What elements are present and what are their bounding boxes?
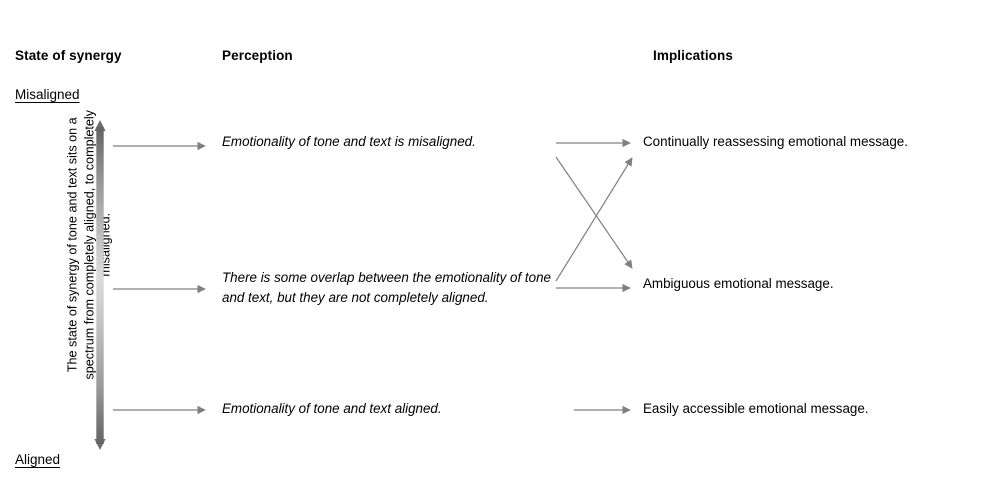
column-header-state-of-synergy: State of synergy xyxy=(15,48,122,63)
connector-perception-1-to-implication-2 xyxy=(555,156,633,269)
perception-text-2: There is some overlap between the emotio… xyxy=(222,270,551,305)
spectrum-axis-description: The state of synergy of tone and text si… xyxy=(65,110,113,380)
implication-text-1: Continually reassessing emotional messag… xyxy=(643,134,908,149)
perception-text-3: Emotionality of tone and text aligned. xyxy=(222,401,442,416)
column-header-perception: Perception xyxy=(222,48,293,63)
connector-perception-2-to-implication-1 xyxy=(555,157,633,282)
column-header-implications: Implications xyxy=(653,48,733,63)
implication-text-2: Ambiguous emotional message. xyxy=(643,276,834,291)
perception-text-1: Emotionality of tone and text is misalig… xyxy=(222,134,476,149)
pole-label-aligned: Aligned xyxy=(15,452,61,467)
implication-text-3: Easily accessible emotional message. xyxy=(643,401,869,416)
pole-label-misaligned: Misaligned xyxy=(15,87,80,102)
